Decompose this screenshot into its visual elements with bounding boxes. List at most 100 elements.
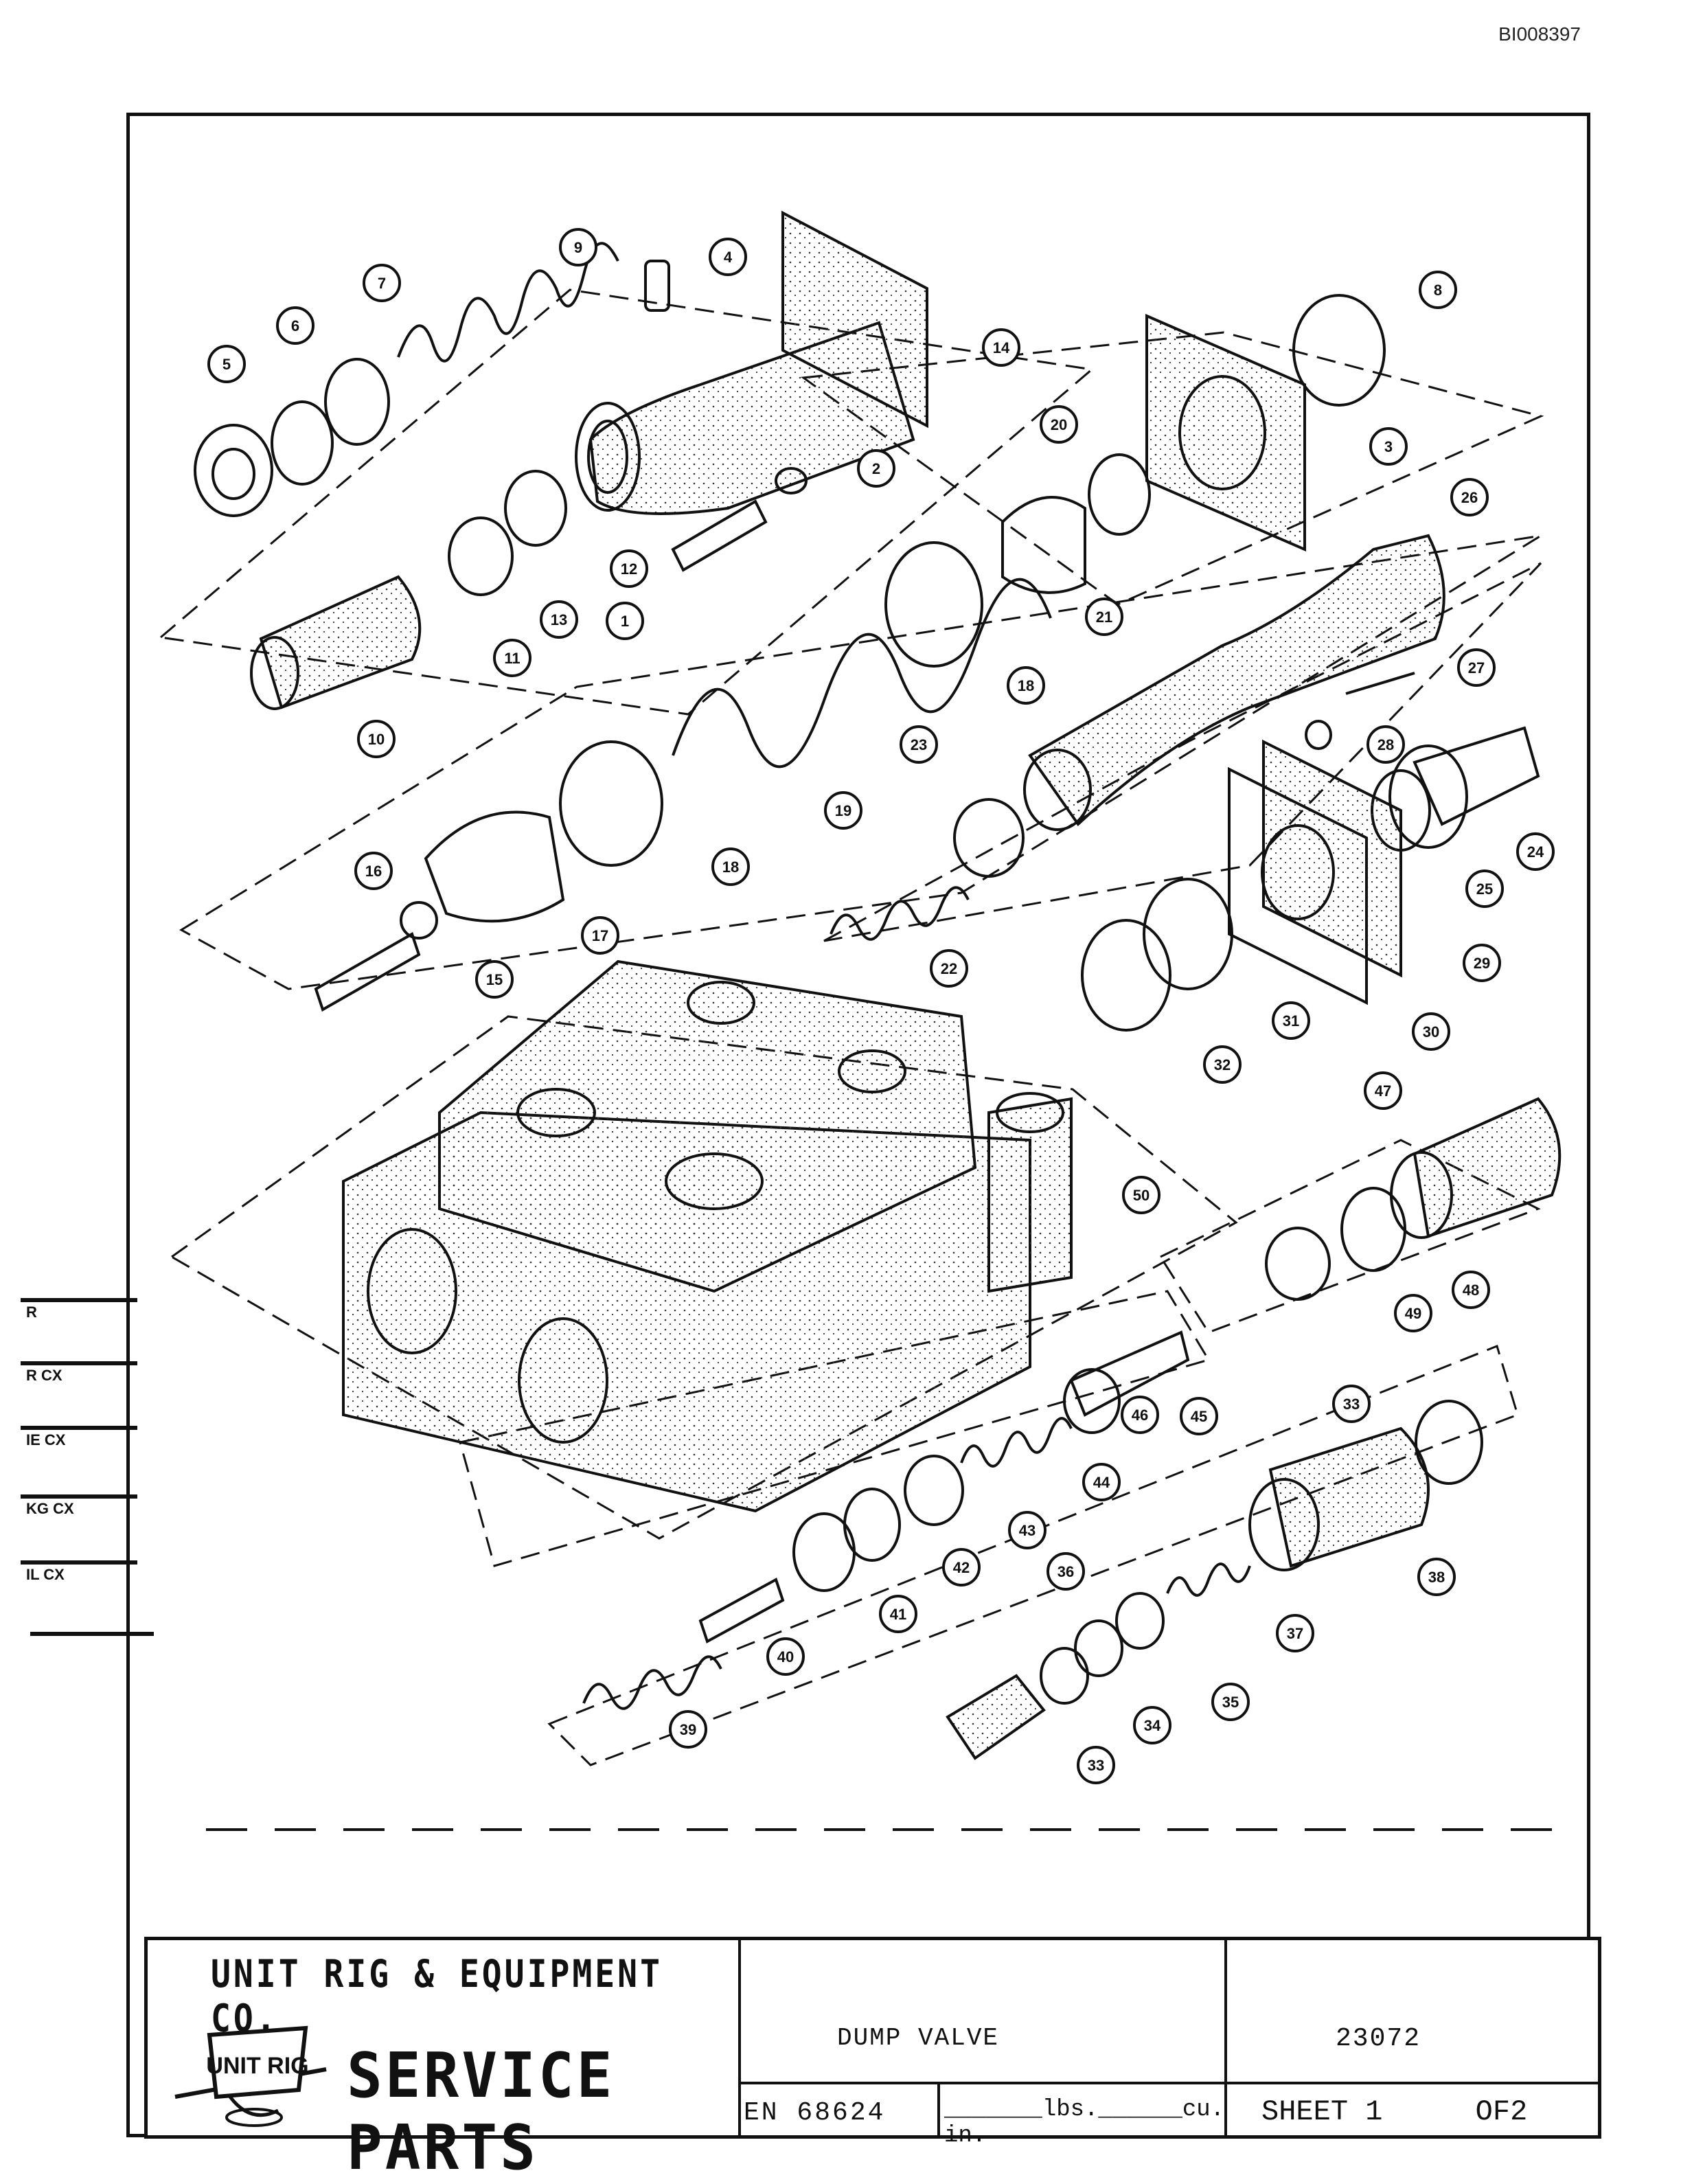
document-id: BI008397 [1498,23,1581,45]
edge-tab: IL CX [26,1566,65,1583]
svg-text:8: 8 [1434,282,1442,299]
ball-15 [400,901,438,940]
o-ring-39 [1415,1400,1483,1485]
o-ring-8 [1292,294,1386,407]
nut-13 [504,470,567,547]
svg-text:18: 18 [1018,677,1034,694]
svg-text:28: 28 [1377,736,1394,753]
sheet-of: OF2 [1475,2095,1528,2128]
svg-text:19: 19 [835,802,851,819]
callout-24: 24 [1516,832,1555,871]
callout-33: 33 [1077,1746,1115,1784]
svg-text:40: 40 [777,1648,794,1665]
callout-28: 28 [1366,725,1405,764]
svg-text:21: 21 [1096,608,1112,626]
screw-37 [1166,1562,1251,1597]
callout-27: 27 [1457,648,1496,687]
callout-31: 31 [1272,1001,1310,1040]
part-number: 23072 [1336,2024,1421,2054]
service-parts-heading: SERVICE PARTS [347,2040,615,2184]
o-ring-31 [1143,878,1233,990]
svg-text:23: 23 [911,736,927,753]
svg-text:4: 4 [724,249,733,266]
svg-text:24: 24 [1527,843,1544,861]
weight-volume-field: _______lbs.______cu. in. [940,2084,1227,2149]
title-block-company-cell: UNIT RIG & EQUIPMENT CO. UNIT RIG SERVIC… [148,1940,741,2184]
svg-text:36: 36 [1057,1563,1074,1580]
seat-18b [559,740,663,867]
nut-23 [953,798,1025,878]
washer-2 [775,467,808,494]
spring-19 [672,578,1052,769]
part-description: DUMP VALVE [837,2024,1000,2052]
fitting-24 [1413,726,1540,826]
callout-49: 49 [1394,1294,1432,1332]
callout-12: 12 [610,549,648,588]
sheet-label: SHEET 1 [1261,2095,1383,2128]
sleeve-10 [250,575,422,710]
svg-text:29: 29 [1474,955,1490,972]
svg-text:7: 7 [378,275,386,292]
sheet-number: SHEET 1 OF2 [1227,2084,1598,2135]
callout-1: 1 [606,602,644,640]
callout-30: 30 [1412,1012,1450,1051]
svg-text:49: 49 [1405,1305,1421,1322]
callout-7: 7 [363,264,401,302]
edge-tabs: R R CX IE CX KG CX IL CX [21,1298,158,1641]
edge-line [21,1426,137,1430]
drawing-lines [158,210,1562,1831]
svg-text:10: 10 [368,731,385,748]
svg-text:18: 18 [722,858,739,876]
callout-41: 41 [879,1595,917,1633]
spring-9 [397,242,619,363]
nut-35 [1074,1619,1123,1677]
callout-26: 26 [1450,478,1489,516]
callout-33b: 33 [1332,1385,1371,1423]
ring-6 [271,400,334,486]
nut-33 [946,1674,1046,1760]
washer-7 [324,358,390,446]
callout-50: 50 [1122,1176,1160,1214]
edge-tab: IE CX [26,1431,66,1448]
plate-3 [1145,313,1306,552]
callout-38: 38 [1417,1558,1456,1596]
svg-text:48: 48 [1463,1282,1479,1299]
edge-line [21,1361,137,1365]
screw-1 [671,499,768,572]
edge-line [21,1560,137,1565]
callout-47: 47 [1364,1071,1402,1110]
title-block-description-cell: DUMP VALVE [741,1940,1227,2084]
callout-23: 23 [900,725,938,764]
svg-text:2: 2 [872,460,880,477]
washer-36 [1115,1592,1165,1650]
callout-22: 22 [930,949,968,988]
svg-text:43: 43 [1019,1522,1036,1539]
callout-37: 37 [1276,1614,1314,1652]
svg-text:17: 17 [592,927,608,944]
callout-39: 39 [669,1710,707,1749]
callout-34: 34 [1133,1706,1171,1744]
svg-text:39: 39 [680,1721,696,1738]
seat-49 [1265,1227,1331,1301]
svg-text:3: 3 [1384,438,1393,455]
washer-34 [1040,1647,1089,1705]
callout-8: 8 [1419,271,1457,309]
callout-35: 35 [1211,1683,1250,1721]
callout-19: 19 [824,791,862,830]
svg-text:37: 37 [1287,1625,1303,1642]
svg-text:11: 11 [504,650,520,667]
callout-40: 40 [766,1637,805,1676]
callout-46: 46 [1121,1396,1159,1434]
callout-20: 20 [1040,405,1078,444]
svg-text:9: 9 [574,239,582,256]
svg-text:20: 20 [1051,416,1067,433]
title-block-number-cell: 23072 [1227,1940,1598,2084]
callout-4: 4 [709,238,747,276]
callout-6: 6 [276,306,315,345]
callout-11: 11 [493,639,531,677]
seal-5 [194,424,273,517]
callout-32: 32 [1203,1045,1242,1084]
edge-tab: KG CX [26,1500,74,1517]
